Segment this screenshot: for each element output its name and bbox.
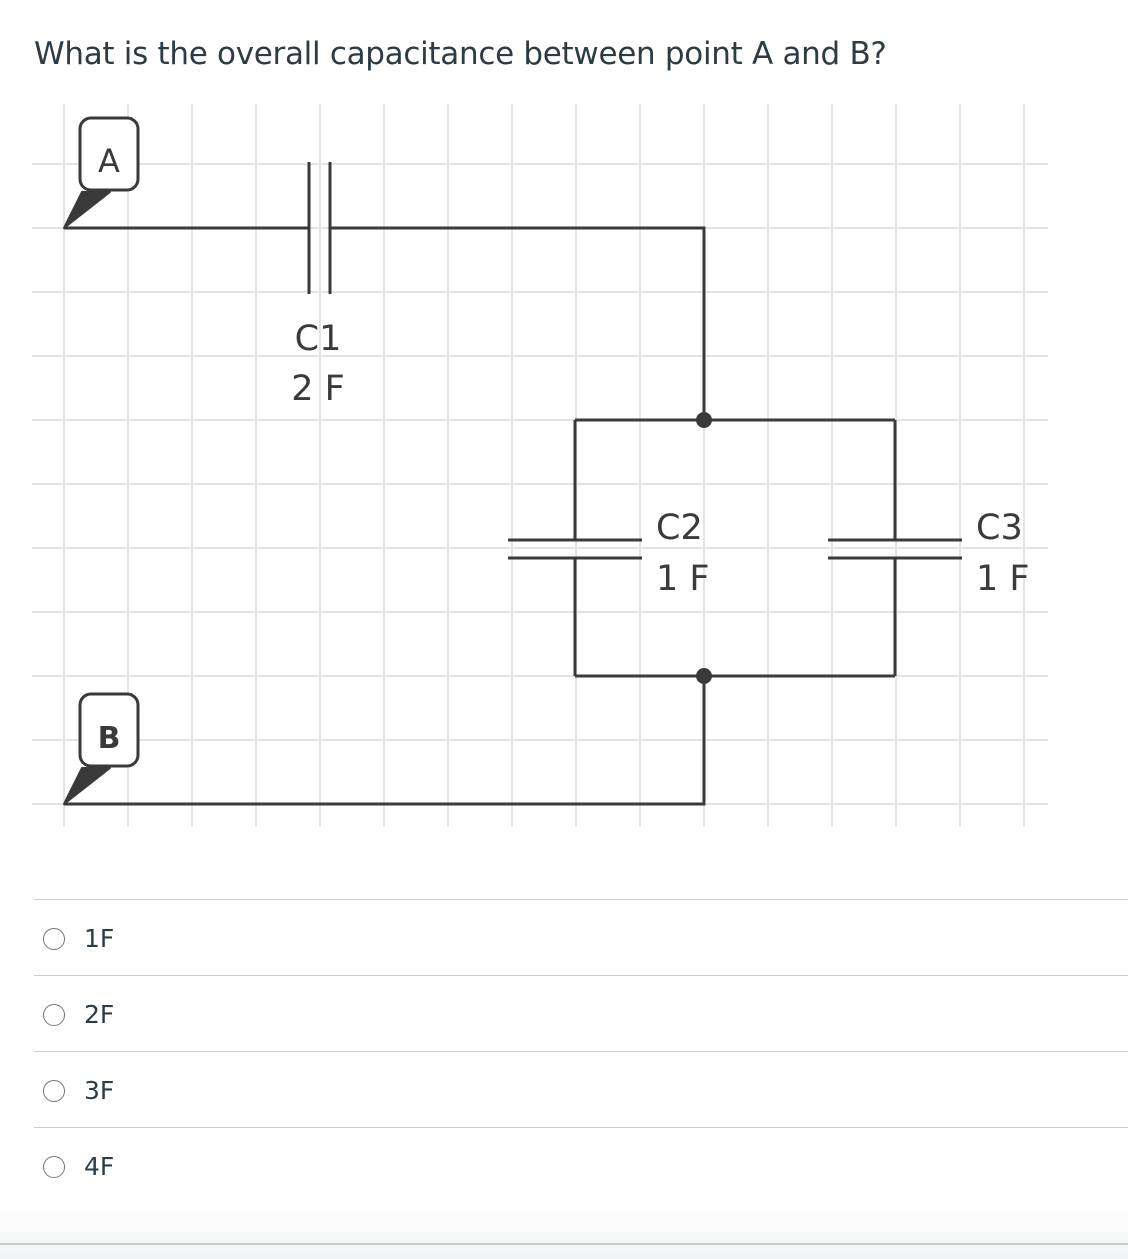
junction-bottom — [696, 668, 712, 684]
question-text: What is the overall capacitance between … — [34, 36, 887, 72]
bottom-divider — [0, 1243, 1128, 1245]
capacitor-c1-name: C1 — [295, 319, 342, 359]
radio-button-icon[interactable] — [43, 1156, 65, 1178]
junction-top — [696, 412, 712, 428]
answer-option-1f[interactable]: 1F — [34, 899, 1128, 975]
answer-label: 4F — [84, 1152, 115, 1181]
answer-option-3f[interactable]: 3F — [34, 1051, 1128, 1127]
capacitor-c3-name: C3 — [976, 508, 1023, 548]
node-a-label: A — [98, 142, 120, 180]
node-b-label: B — [98, 721, 121, 756]
circuit-diagram: A B C1 2 F C2 1 F C3 1 F — [32, 104, 1048, 826]
answer-list: 1F 2F 3F 4F — [34, 899, 1128, 1203]
bottom-bar — [0, 1205, 1128, 1259]
node-a-terminal: A — [63, 116, 140, 229]
capacitor-c1 — [307, 162, 332, 294]
answer-label: 3F — [84, 1076, 115, 1105]
capacitor-c3-value: 1 F — [976, 559, 1030, 599]
wires — [64, 226, 897, 806]
answer-option-2f[interactable]: 2F — [34, 975, 1128, 1051]
capacitor-c2-value: 1 F — [656, 559, 710, 599]
answer-option-4f[interactable]: 4F — [34, 1127, 1128, 1203]
radio-button-icon[interactable] — [43, 928, 65, 950]
capacitor-c2-name: C2 — [656, 508, 703, 548]
radio-button-icon[interactable] — [43, 1004, 65, 1026]
capacitor-c1-value: 2 F — [291, 369, 345, 409]
capacitor-c2 — [508, 538, 642, 560]
answer-label: 2F — [84, 1000, 115, 1029]
capacitor-c3 — [828, 538, 962, 560]
node-b-terminal: B — [63, 692, 140, 805]
radio-button-icon[interactable] — [43, 1080, 65, 1102]
answer-label: 1F — [84, 924, 115, 953]
